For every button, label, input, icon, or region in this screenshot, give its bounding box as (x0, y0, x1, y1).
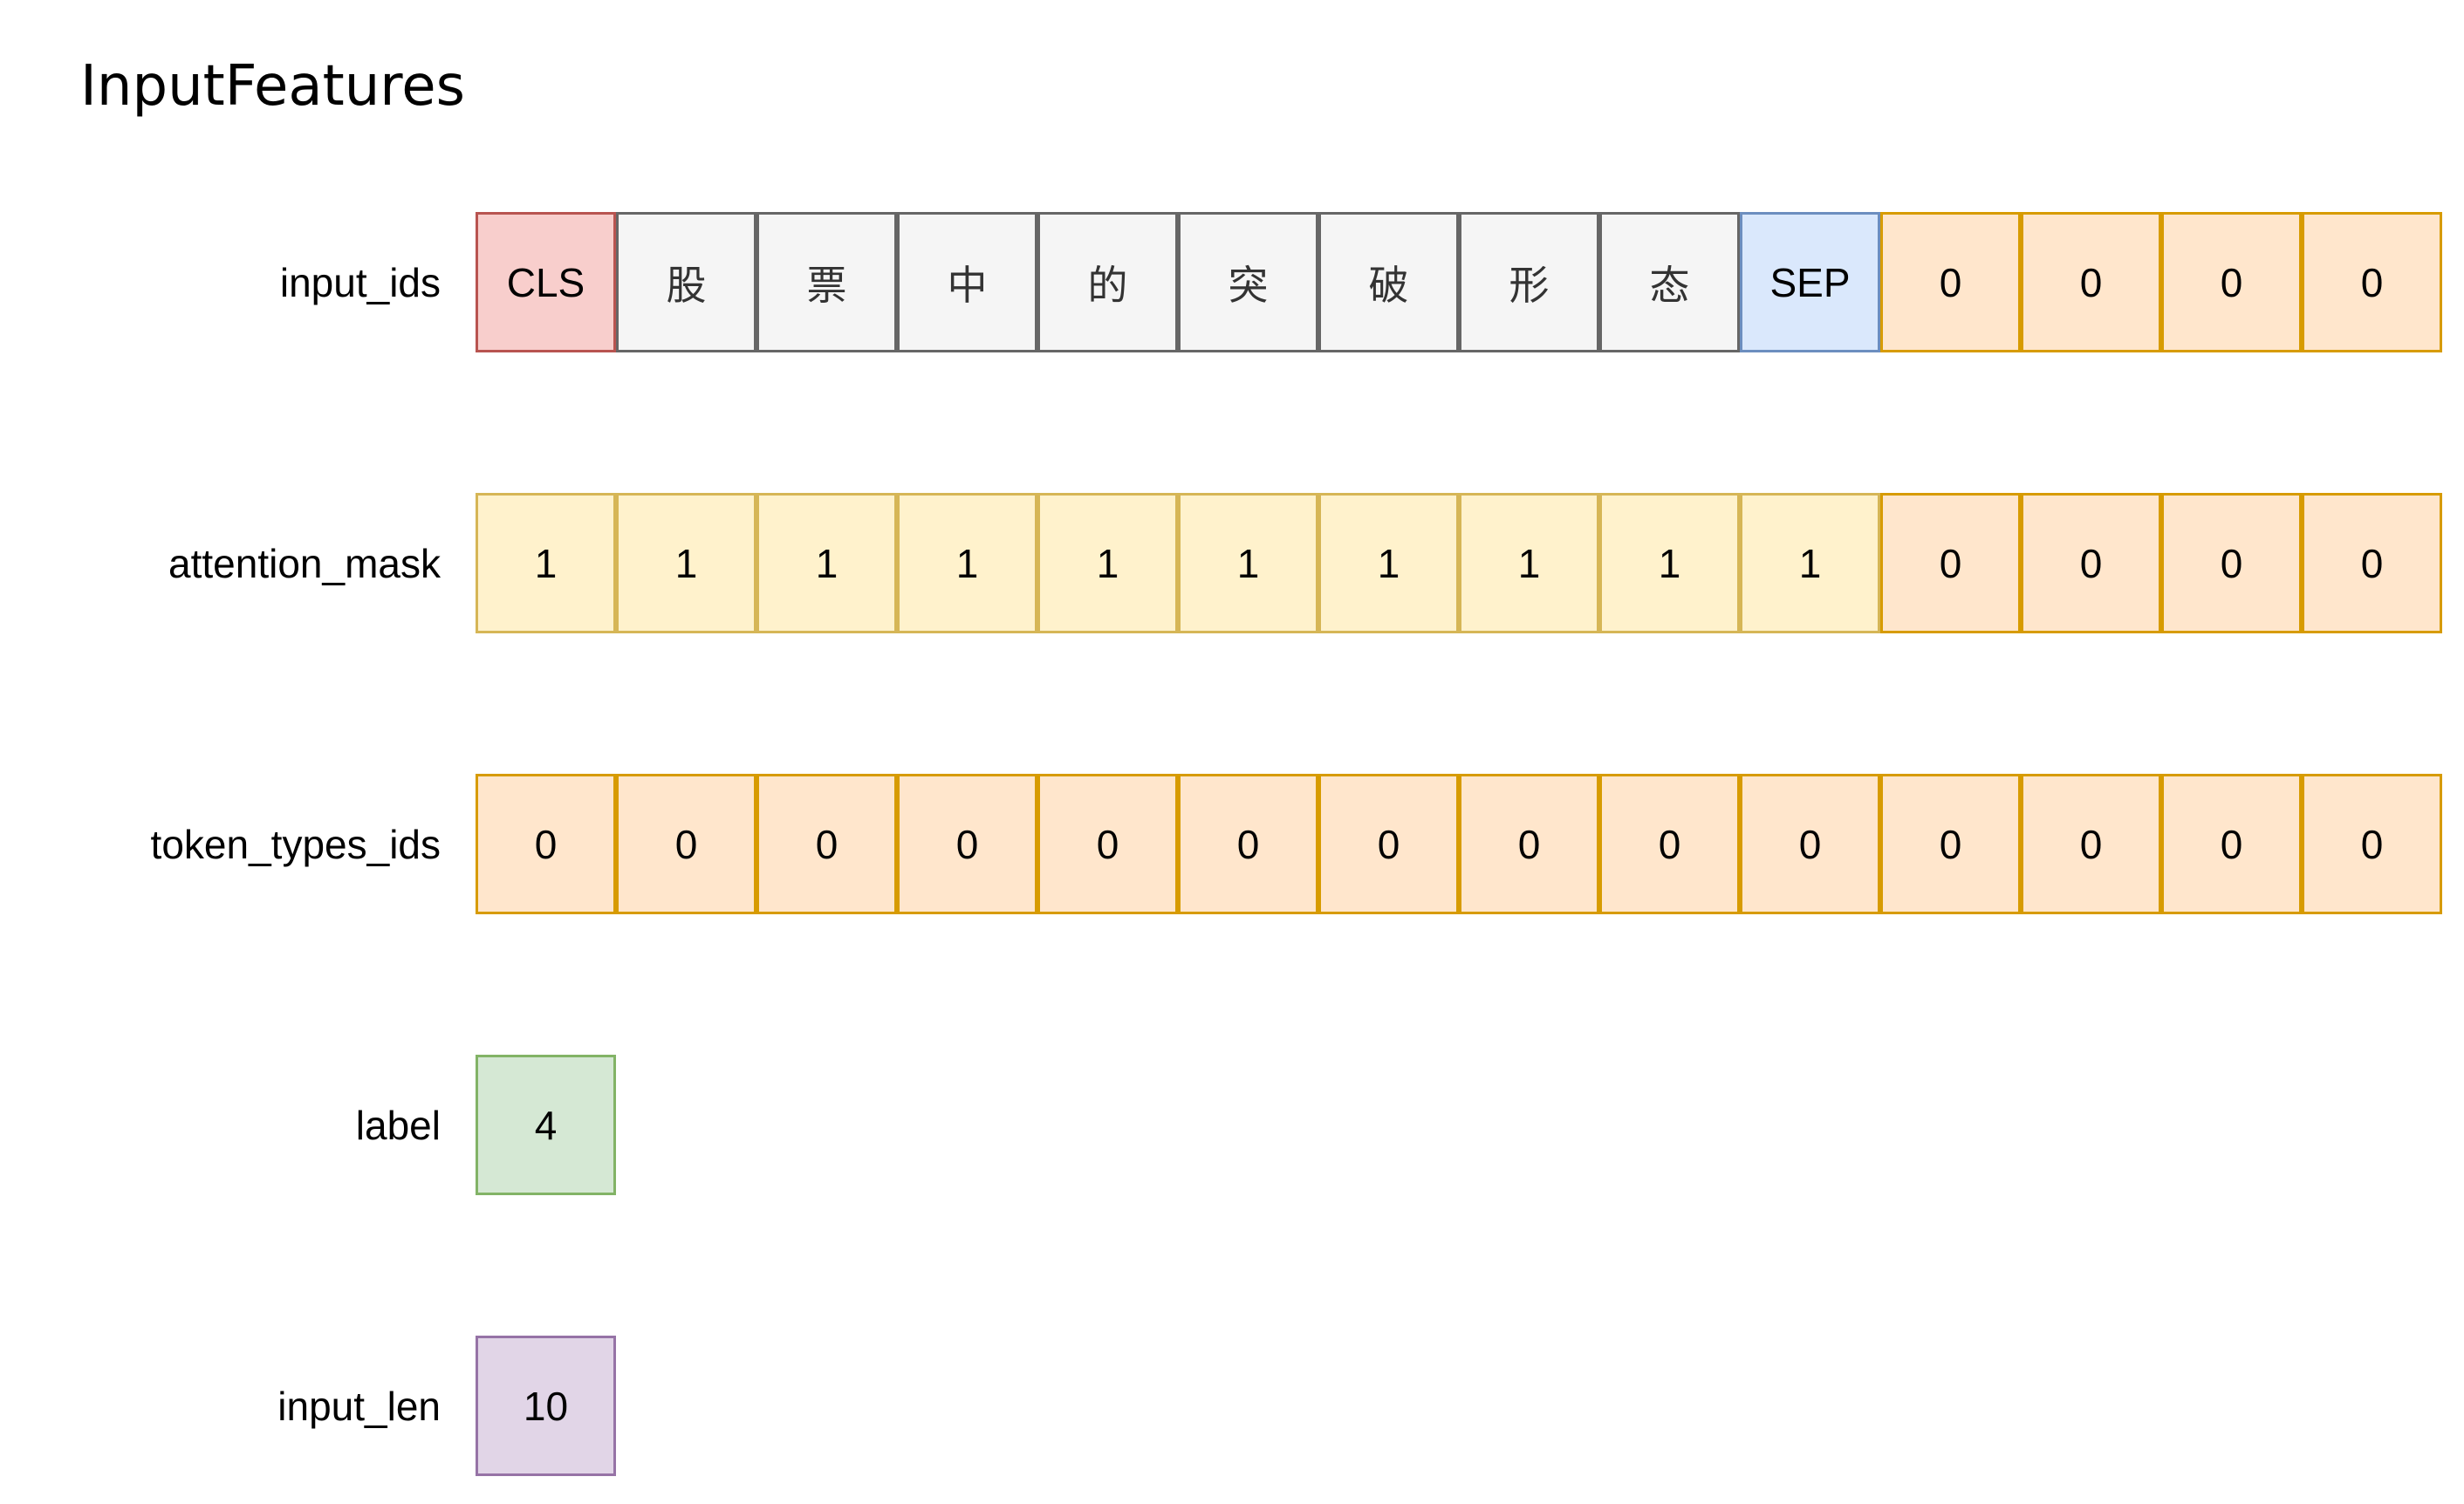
row-label-label: label (355, 1102, 441, 1148)
token-types-ids-cell: 0 (1599, 774, 1740, 914)
attention-mask-cell: 0 (2021, 493, 2161, 633)
attention-mask-cell: 1 (1599, 493, 1740, 633)
attention-mask-cell: 1 (897, 493, 1037, 633)
token-types-ids-cell: 0 (2302, 774, 2442, 914)
input-ids-cell: SEP (1740, 212, 1880, 352)
attention-mask-cell: 1 (476, 493, 616, 633)
attention-mask-cell: 1 (1459, 493, 1599, 633)
input-ids-cell: 中 (897, 212, 1037, 352)
input-ids-cell: 股 (616, 212, 756, 352)
input-len-cell: 10 (476, 1336, 616, 1476)
attention-mask-cell: 1 (1178, 493, 1318, 633)
token-types-ids-cell: 0 (897, 774, 1037, 914)
label-cell: 4 (476, 1055, 616, 1195)
attention-mask-cell: 0 (2302, 493, 2442, 633)
token-types-ids-cell: 0 (1459, 774, 1599, 914)
row-label-token-types-ids: token_types_ids (150, 821, 441, 867)
token-types-ids-cell: 0 (2161, 774, 2302, 914)
attention-mask-cell: 1 (1318, 493, 1459, 633)
input-ids-cell: 0 (2021, 212, 2161, 352)
token-types-ids-cell: 0 (1880, 774, 2021, 914)
token-types-ids-cell: 0 (1740, 774, 1880, 914)
token-types-ids-cell: 0 (756, 774, 897, 914)
input-ids-cell: 的 (1037, 212, 1178, 352)
attention-mask-cell: 1 (1037, 493, 1178, 633)
token-types-ids-cell: 0 (476, 774, 616, 914)
token-types-ids-cell: 0 (1178, 774, 1318, 914)
input-ids-cell: 破 (1318, 212, 1459, 352)
input-ids-cell: 态 (1599, 212, 1740, 352)
input-ids-cell: 0 (2161, 212, 2302, 352)
input-ids-cell: 票 (756, 212, 897, 352)
input-ids-cell: CLS (476, 212, 616, 352)
attention-mask-cell: 1 (616, 493, 756, 633)
row-label-input-ids: input_ids (279, 259, 441, 305)
attention-mask-cell: 0 (2161, 493, 2302, 633)
token-types-ids-cell: 0 (1318, 774, 1459, 914)
attention-mask-cell: 1 (1740, 493, 1880, 633)
input-ids-cell: 突 (1178, 212, 1318, 352)
diagram-title: InputFeatures (80, 54, 465, 119)
input-ids-cell: 0 (1880, 212, 2021, 352)
token-types-ids-cell: 0 (2021, 774, 2161, 914)
row-label-attention-mask: attention_mask (168, 540, 441, 586)
row-label-input-len: input_len (277, 1383, 441, 1429)
token-types-ids-cell: 0 (1037, 774, 1178, 914)
token-types-ids-cell: 0 (616, 774, 756, 914)
input-ids-cell: 形 (1459, 212, 1599, 352)
attention-mask-cell: 0 (1880, 493, 2021, 633)
input-ids-cell: 0 (2302, 212, 2442, 352)
attention-mask-cell: 1 (756, 493, 897, 633)
